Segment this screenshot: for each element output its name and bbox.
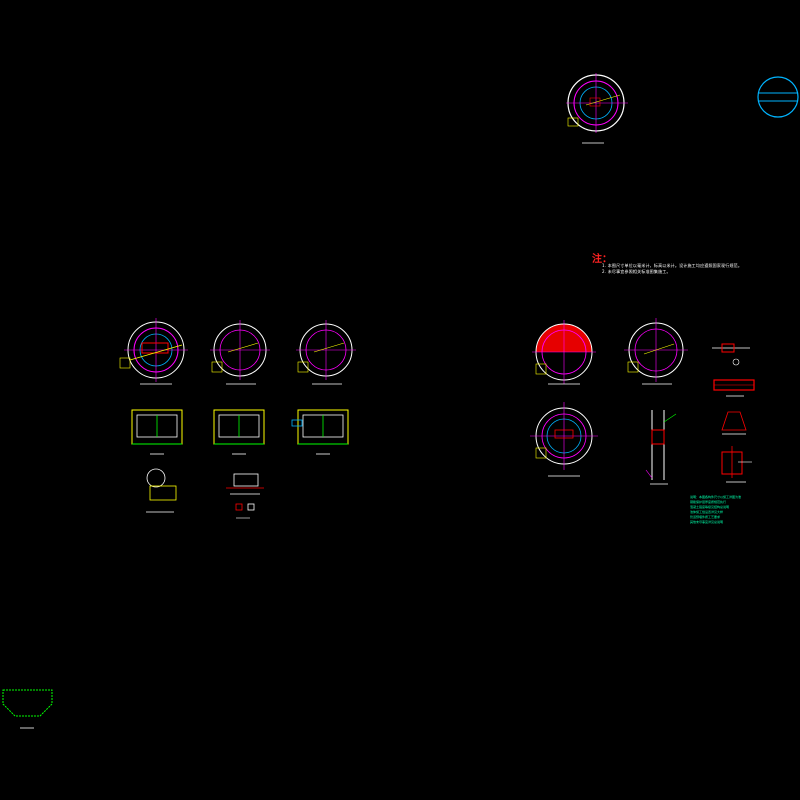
right-plan-circle-2 xyxy=(624,318,688,385)
right-detail-1 xyxy=(712,343,750,366)
bottom-left-section xyxy=(2,689,53,729)
left-section-3 xyxy=(291,409,349,455)
right-detail-2 xyxy=(713,379,755,397)
left-plan-circle-3 xyxy=(296,320,356,385)
note-line-1: 1. 本图尺寸单位以毫米计，标高以米计。设计施工均应遵照国家现行规范。 xyxy=(602,263,743,268)
legend-note-6: 其他未尽事宜详见总说明 xyxy=(690,520,724,524)
left-section-1 xyxy=(131,409,183,455)
section-symbol-circle xyxy=(757,76,799,118)
left-plan-circle-2 xyxy=(210,320,270,385)
left-small-detail-rect xyxy=(226,473,264,519)
legend-note-4: 池体施工缝设置详见大样 xyxy=(690,510,724,514)
right-detail-4 xyxy=(721,446,752,483)
right-plan-circle-red xyxy=(532,320,596,385)
right-vertical-section xyxy=(645,410,677,485)
top-plan-view xyxy=(566,73,628,144)
right-detail-3 xyxy=(721,411,747,435)
note-line-2: 2. 未尽事宜参照相关标准图集施工。 xyxy=(602,269,671,274)
left-section-2 xyxy=(213,409,265,455)
legend-note-1: 说明：本图各构件尺寸以施工详图为准 xyxy=(690,495,742,499)
notes-title: 注： xyxy=(592,254,612,265)
left-plan-circle-1 xyxy=(119,318,188,385)
left-small-detail-circle xyxy=(146,468,177,513)
right-plan-circle-3 xyxy=(530,402,598,477)
legend-note-2: 钢筋保护层厚度按规范执行 xyxy=(690,500,727,504)
legend-note-3: 混凝土强度等级见结构总说明 xyxy=(690,505,730,509)
legend-note-5: 管道预埋件按工艺要求 xyxy=(690,515,721,519)
